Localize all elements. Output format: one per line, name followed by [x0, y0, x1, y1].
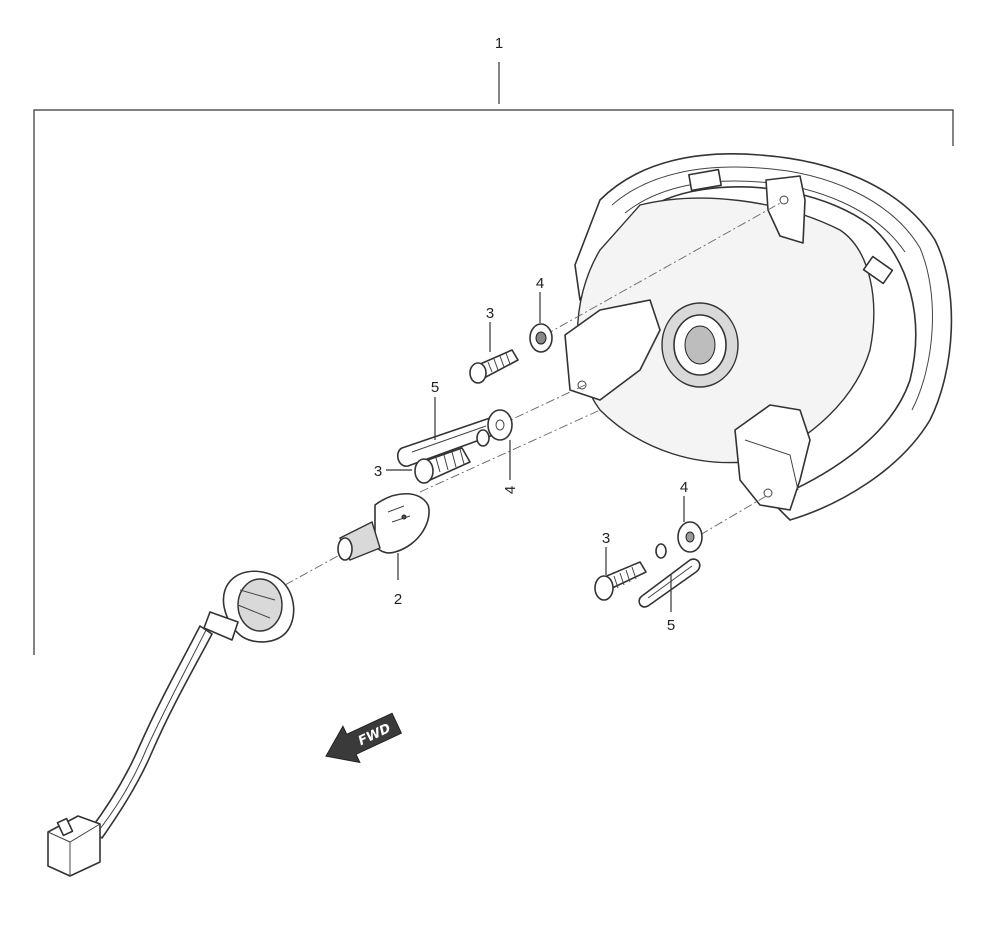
callout-5-clip-left: 5 — [431, 379, 439, 396]
tail-light-housing — [564, 153, 953, 521]
callout-3-screw-top: 3 — [486, 305, 494, 322]
assembly-bracket — [33, 62, 954, 655]
callout-5-clip-right: 5 — [667, 617, 675, 634]
washer-top — [529, 323, 553, 353]
callout-4-washer-right: 4 — [680, 479, 688, 496]
screw-right — [594, 561, 647, 601]
clip-right — [638, 543, 701, 608]
washer-right — [677, 521, 703, 553]
screw-top — [469, 349, 519, 384]
callout-4-washer-top: 4 — [536, 275, 544, 292]
callout-2-bulb: 2 — [394, 591, 402, 608]
socket-wire-harness — [47, 570, 295, 877]
callout-3-screw-mid: 3 — [374, 463, 382, 480]
callout-1-assembly: 1 — [495, 35, 503, 52]
fwd-direction-arrow: FWD — [325, 712, 403, 764]
callout-4-washer-mid: 4 — [502, 486, 519, 494]
screw-mid — [414, 447, 471, 484]
bulb — [337, 493, 430, 561]
washer-mid — [487, 409, 513, 441]
callout-3-screw-right: 3 — [602, 530, 610, 547]
